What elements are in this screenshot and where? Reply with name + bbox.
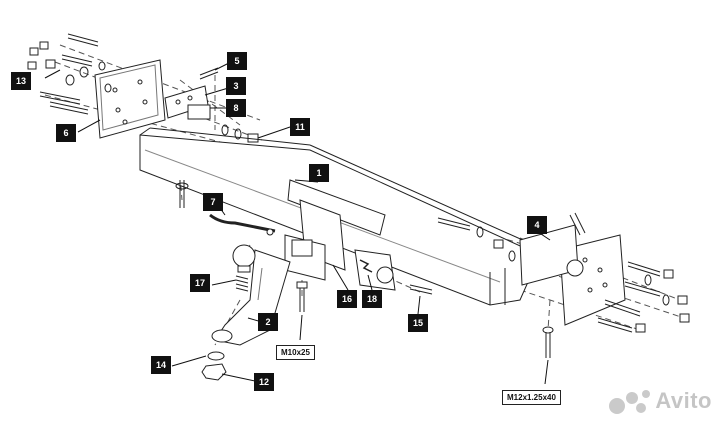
callout-7: 7 [203,193,223,211]
callout-5: 5 [227,52,247,70]
watermark-text: Avito [655,388,712,413]
callout-11: 11 [290,118,310,136]
avito-logo-icon [609,390,651,414]
callout-14: 14 [151,356,171,374]
callout-13: 13 [11,72,31,90]
callout-18: 18 [362,290,382,308]
callout-17: 17 [190,274,210,292]
bolt-spec-m12: M12x1.25x40 [502,390,561,405]
callout-3: 3 [226,77,246,95]
callout-8: 8 [226,99,246,117]
callout-15: 15 [408,314,428,332]
avito-watermark: Avito [608,386,712,416]
bolt-spec-m10: M10x25 [276,345,315,360]
callout-6: 6 [56,124,76,142]
callout-12: 12 [254,373,274,391]
callout-2: 2 [258,313,278,331]
callout-4: 4 [527,216,547,234]
callout-16: 16 [337,290,357,308]
callout-1: 1 [309,164,329,182]
